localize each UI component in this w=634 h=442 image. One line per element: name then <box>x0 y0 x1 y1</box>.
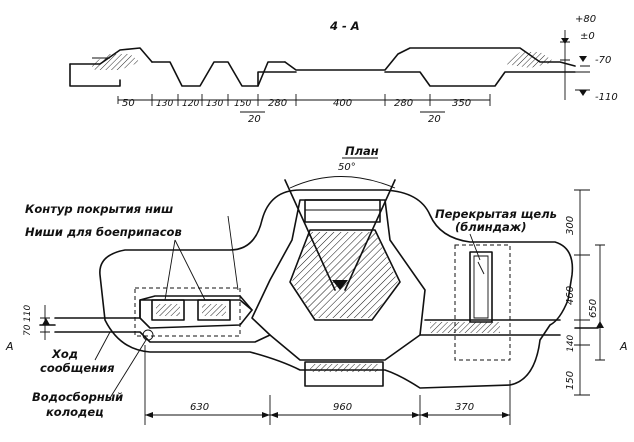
covered-slit <box>469 251 493 323</box>
niche-1 <box>151 299 185 321</box>
dim-280b: 280 <box>394 98 413 109</box>
label-contour: Контур покрытия ниш <box>25 202 173 216</box>
left-dim-lines <box>40 305 50 340</box>
elev-minus70: -70 <box>595 55 611 66</box>
trench-leader <box>94 331 111 361</box>
dim-300: 300 <box>565 216 576 235</box>
niche-leaders <box>164 215 239 301</box>
gun-pit-hatched <box>251 199 426 361</box>
niche-block <box>139 295 253 329</box>
label-well2: колодец <box>46 405 104 419</box>
dim-400: 400 <box>333 98 352 109</box>
label-trench: Ход <box>51 347 78 361</box>
dim-130b: 130 <box>206 99 223 109</box>
dim-630: 630 <box>190 402 209 413</box>
dim-140: 140 <box>566 335 576 352</box>
trench-floor <box>257 71 576 87</box>
niche-cover-contour <box>134 287 241 337</box>
elev-arrow-2 <box>579 56 587 62</box>
dim-50: 50 <box>122 98 135 109</box>
dim-280a: 280 <box>268 98 287 109</box>
gun-platform <box>289 229 401 321</box>
section-mark-left: А <box>5 340 14 353</box>
elev-arrow-3 <box>579 90 587 96</box>
elev-zero: ±0 <box>580 31 595 42</box>
sector-arrow <box>332 280 348 290</box>
slit-cover-contour <box>454 244 511 361</box>
section-title: 4 - A <box>329 19 360 33</box>
left-dim-70: 70 <box>23 324 33 336</box>
section-left-edge <box>69 63 121 87</box>
dim-960: 960 <box>333 402 352 413</box>
step-dim-1: 20 <box>248 114 261 125</box>
dim-130a: 130 <box>156 99 173 109</box>
hatch-left <box>90 54 140 70</box>
elev-minus110: -110 <box>595 92 618 103</box>
label-slit: Перекрытая щель <box>435 207 557 221</box>
sump-well <box>142 329 154 341</box>
bottom-recess <box>304 361 384 387</box>
elev-arrow-1 <box>561 38 569 44</box>
elev-plus80: +80 <box>575 14 596 25</box>
step-dim-2: 20 <box>428 114 441 125</box>
label-well: Водосборный <box>32 390 123 404</box>
label-slit-sub: (блиндаж) <box>455 220 526 234</box>
section-cut-line <box>39 324 599 329</box>
dim-370: 370 <box>455 402 474 413</box>
dim-150: 150 <box>565 371 576 390</box>
top-recess <box>304 199 381 223</box>
right-dim-lines <box>574 189 605 396</box>
section-dim-line <box>117 94 491 106</box>
dim-650: 650 <box>588 299 599 318</box>
slit-inner <box>473 255 489 319</box>
cut-arrow-left <box>42 318 50 325</box>
hatch-right <box>505 52 555 68</box>
right-trench-hatch <box>430 322 500 333</box>
section-view: 4 - A 50 130 120 130 150 280 400 280 350… <box>69 14 618 125</box>
label-niches: Ниши для боеприпасов <box>25 225 182 239</box>
niche-profiles <box>151 61 286 87</box>
plan-title: План <box>345 144 379 158</box>
bottom-dim-lines <box>144 345 511 425</box>
left-dim-110: 110 <box>23 305 33 322</box>
niche-2-hatch <box>202 304 226 316</box>
outer-contour <box>99 189 574 389</box>
angle-arc <box>289 176 396 189</box>
plan-view: План 50° А <box>5 144 628 425</box>
label-trench2: сообщения <box>40 361 115 375</box>
bottom-recess-hatch <box>310 364 378 372</box>
slit-leader <box>469 233 481 261</box>
plan-angle: 50° <box>338 162 356 173</box>
ground-surface <box>69 47 576 71</box>
dim-150: 150 <box>234 99 251 109</box>
well-leader <box>109 339 147 399</box>
dim-350: 350 <box>452 98 471 109</box>
section-mark-right: А <box>619 340 628 353</box>
firing-sector-lines <box>284 179 396 291</box>
niche-1-hatch <box>156 304 180 316</box>
niche-2 <box>197 299 231 321</box>
dim-120: 120 <box>182 99 199 109</box>
dim-460: 460 <box>565 286 576 305</box>
